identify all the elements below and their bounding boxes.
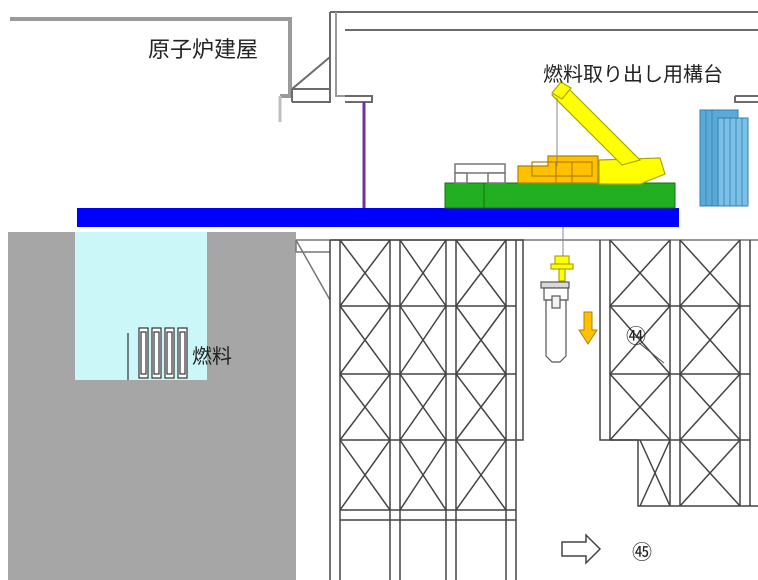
right-hollow-arrow-icon [561,533,602,565]
reactor-building-wall [8,232,296,580]
crane [551,81,666,185]
equipment-base [444,182,676,209]
leader-line-44 [638,342,665,364]
fuel-assemblies [127,327,188,380]
reactor-building-roof [10,17,292,122]
step-44-label: ㊹ [626,324,646,348]
right-truss-tower [599,239,758,507]
left-truss-tower [329,239,524,580]
transfer-cask [540,227,574,363]
platform-roof [291,11,758,103]
operating-floor-girder [77,208,679,227]
fuel-label: 燃料 [192,344,232,368]
fuel-handling-machine [517,155,599,184]
step-45-label: ㊺ [632,540,652,564]
reactor-building-label: 原子炉建屋 [148,38,259,63]
fuel-handling-platform-label: 燃料取り出し用構台 [543,62,723,86]
trolley [454,163,506,184]
down-arrow-icon [578,311,598,345]
cask-stack [699,109,749,207]
